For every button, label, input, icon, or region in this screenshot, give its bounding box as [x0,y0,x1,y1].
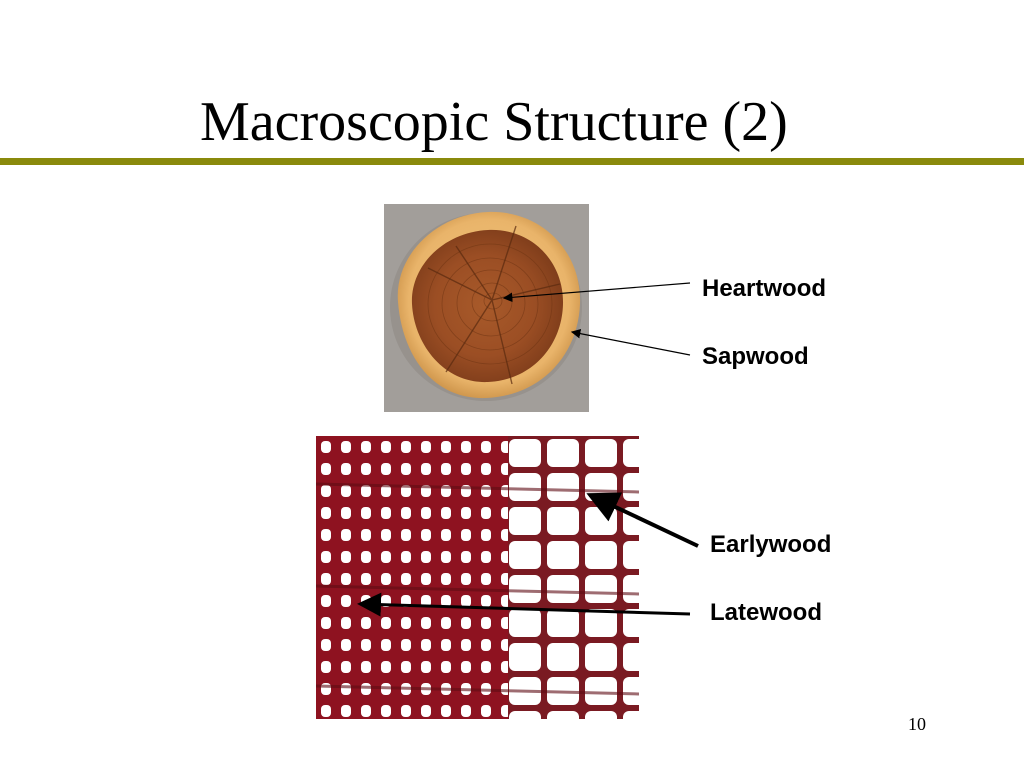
title-underline [0,158,1024,165]
wood-cell-micrograph [316,436,639,719]
sapwood-pointer [572,332,690,355]
slide-title: Macroscopic Structure (2) [200,84,1000,160]
heartwood-label: Heartwood [702,275,826,303]
earlywood-label: Earlywood [710,531,831,559]
wood-cross-section-photo [384,204,589,412]
latewood-label: Latewood [710,599,822,627]
sapwood-label: Sapwood [702,343,809,371]
page-number: 10 [908,714,948,735]
